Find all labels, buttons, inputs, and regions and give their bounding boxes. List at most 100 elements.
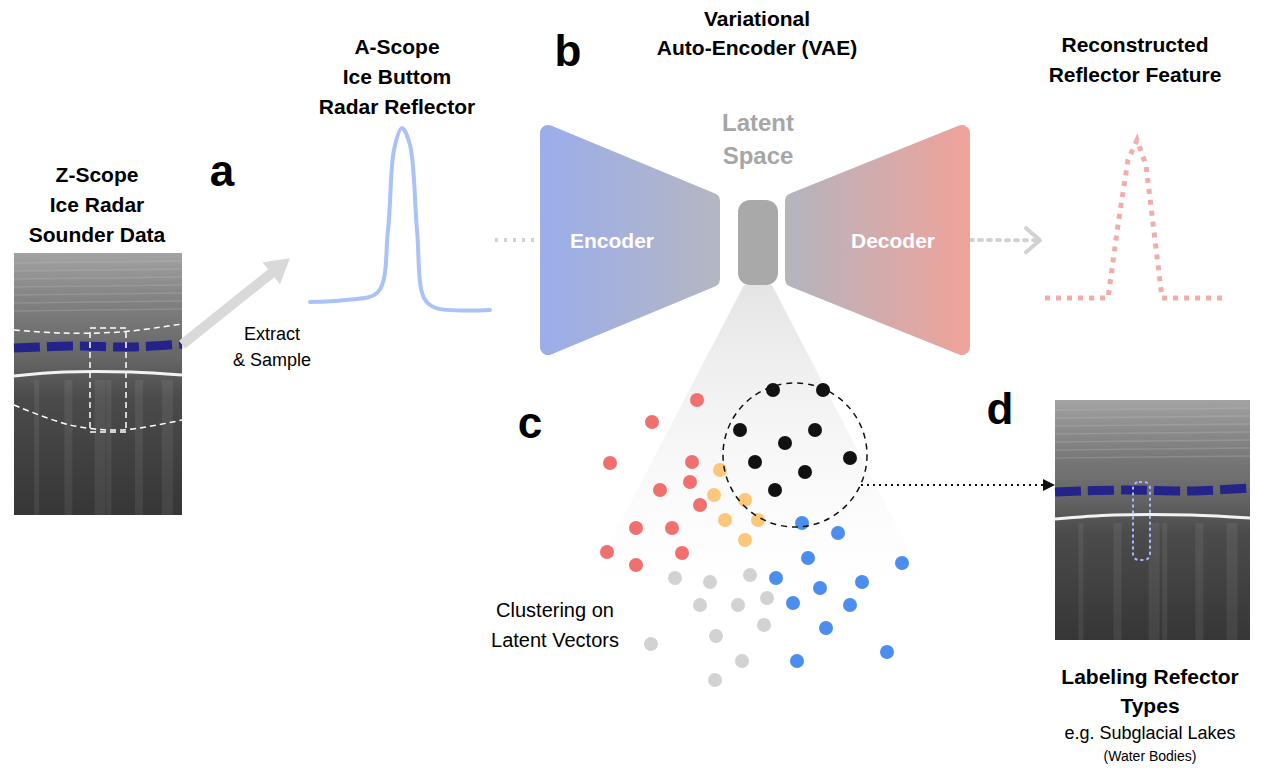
latent-dot (786, 596, 800, 610)
latent-dot (708, 673, 722, 687)
latent-dot (769, 571, 783, 585)
sample-band-outline (14, 405, 182, 430)
panel-letter: d (987, 384, 1014, 434)
sample-band-outline (14, 324, 182, 333)
image-heading: Labeling Refector Types (1061, 662, 1238, 720)
internal-layer (14, 309, 182, 311)
latent-dot (645, 415, 659, 429)
latent-dot (690, 393, 704, 407)
sample-window (90, 328, 126, 432)
latent-dot (843, 451, 857, 465)
waveform-heading: A-Scope Ice Buttom Radar Reflector (319, 32, 475, 122)
ice-bottom-trace (14, 344, 182, 348)
reconstructed-waveform: Reconstructed Reflector Feature (1040, 120, 1225, 305)
dot-cluster (769, 516, 909, 668)
arrow-head (1026, 228, 1040, 252)
dot-cluster (733, 383, 857, 497)
latent-dot (743, 568, 757, 582)
image-heading: Z-Scope Ice Radar Sounder Data (29, 160, 166, 250)
radar-background (14, 253, 182, 515)
latent-dot (768, 483, 782, 497)
waveform-heading: Reconstructed Reflector Feature (1049, 30, 1222, 90)
a-scope-trace (310, 128, 490, 311)
latent-dot (685, 455, 699, 469)
bed-streak (1227, 523, 1238, 640)
internal-layer (14, 285, 182, 287)
internal-layer (14, 269, 182, 271)
latent-dot (603, 456, 617, 470)
latent-dot (731, 598, 745, 612)
arrow-head (1043, 479, 1055, 491)
panel-letter: c (518, 398, 542, 448)
latent-dot (778, 436, 792, 450)
latent-dot (813, 581, 827, 595)
example-note: e.g. Subglacial Lakes (1064, 722, 1235, 744)
internal-layer (14, 301, 182, 303)
bed-echo (1055, 514, 1250, 519)
cluster-caption: Clustering on Latent Vectors (491, 595, 619, 655)
panel-letter: a (210, 146, 234, 196)
latent-dot (653, 483, 667, 497)
latent-dot (665, 521, 679, 535)
latent-dot (790, 654, 804, 668)
latent-vector-dots (600, 383, 909, 687)
radargram-image: Z-Scope Ice Radar Sounder Data (14, 253, 182, 515)
reconstructed-trace (1045, 140, 1222, 298)
internal-layer (14, 277, 182, 279)
bed-streak (1078, 523, 1083, 640)
arrow-head (263, 258, 290, 284)
latent-dot (693, 498, 707, 512)
latent-dot (748, 455, 762, 469)
latent-dot (798, 465, 812, 479)
connector-line (495, 238, 540, 242)
connector (495, 240, 540, 241)
latent-dot (709, 629, 723, 643)
latent-dot (733, 423, 747, 437)
latent-dot (795, 516, 809, 530)
latent-dot (801, 551, 815, 565)
bed-streak (95, 380, 106, 515)
internal-layer (1055, 416, 1250, 418)
trapezoid-outline (793, 133, 962, 347)
connector (970, 228, 1040, 252)
internal-layer (1055, 408, 1250, 410)
bed-streak (106, 380, 111, 515)
latent-cluster-area: Clustering on Latent Vectors (585, 375, 915, 690)
bed-streak (1114, 523, 1122, 640)
latent-dot (895, 556, 909, 570)
dot-cluster (707, 463, 765, 547)
connector-line (970, 238, 1038, 242)
ice-bottom-trace (1055, 488, 1250, 492)
internal-layer (1055, 448, 1250, 450)
decoder-trapezoid: Decoder (785, 125, 970, 355)
latent-dot (760, 591, 774, 605)
latent-dot (683, 475, 697, 489)
latent-dot (738, 493, 752, 507)
latent-dot (855, 575, 869, 589)
latent-dot (757, 618, 771, 632)
internal-layer (1055, 456, 1250, 458)
latent-dot (738, 533, 752, 547)
latent-dot (718, 513, 732, 527)
latent-dot (629, 558, 643, 572)
latent-dot (703, 575, 717, 589)
latent-dot (831, 526, 845, 540)
encoder-label: Encoder (570, 228, 654, 254)
bed-streak (34, 380, 39, 515)
internal-layer (14, 261, 182, 263)
connector (915, 479, 1055, 491)
group-heading: Variational Auto-Encoder (VAE) (657, 4, 857, 62)
bed-streak (1195, 523, 1203, 640)
latent-dot (600, 545, 614, 559)
latent-dot (819, 621, 833, 635)
latent-dot (675, 546, 689, 560)
bed-echo (14, 371, 182, 376)
a-scope-waveform: A-Scope Ice Buttom Radar Reflector (290, 120, 495, 312)
encoder-trapezoid: Encoder (540, 125, 720, 355)
example-note: (Water Bodies) (1104, 747, 1197, 765)
latent-dot (693, 598, 707, 612)
internal-layer (14, 293, 182, 295)
bed-streak (162, 380, 173, 515)
internal-layer (1055, 424, 1250, 426)
